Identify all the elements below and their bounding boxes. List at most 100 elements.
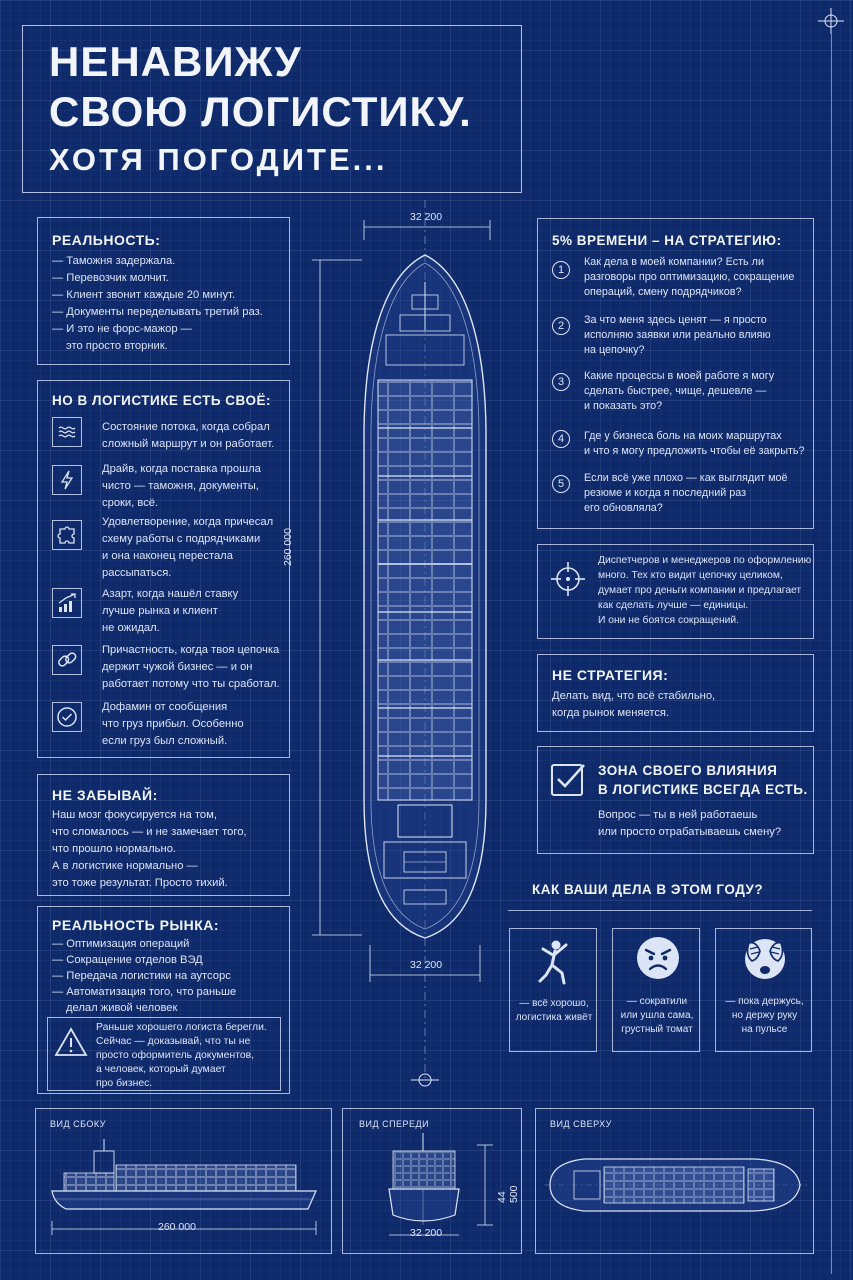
- front-view-label: ВИД СПЕРЕДИ: [359, 1119, 430, 1129]
- howare-card-text: или ушла сама,: [620, 1010, 694, 1021]
- front-view-dim-width: 32 200: [410, 1227, 443, 1239]
- own-item-text: Удовлетворение, когда причесал: [102, 516, 274, 528]
- own-item-text: если груз был сложный.: [102, 735, 228, 747]
- zone-heading-1: ЗОНА СВОЕГО ВЛИЯНИЯ: [598, 763, 778, 778]
- checkbox-checked-icon: [551, 764, 585, 796]
- question-number: 1: [552, 261, 570, 279]
- howare-card[interactable]: — сократили или ушла сама, грустный тома…: [612, 928, 700, 1052]
- target-panel: Диспетчеров и менеджеров по оформлению м…: [537, 544, 814, 639]
- market-line: — Сокращение отделов ВЭД: [52, 954, 203, 966]
- own-item-text: чисто — таможня, документы,: [102, 480, 259, 492]
- target-line: как сделать лучше — единицы.: [598, 600, 749, 611]
- warning-line: а человек, который думает: [96, 1064, 226, 1075]
- waves-icon: [52, 417, 82, 447]
- question-text: Какие процессы в моей работе я могу: [584, 370, 775, 382]
- nostrat-panel: НЕ СТРАТЕГИЯ: Делать вид, что всё стабил…: [537, 654, 814, 732]
- own-item-text: и она наконец перестала: [102, 550, 233, 562]
- own-item-text: держит чужой бизнес — и он: [102, 661, 253, 673]
- top-view-panel: ВИД СВЕРХУ: [535, 1108, 814, 1254]
- question-number: 3: [552, 373, 570, 391]
- target-line: думает про деньги компании и предлагает: [598, 585, 802, 596]
- angry-face-icon: [637, 937, 679, 979]
- side-view-label: ВИД СБОКУ: [50, 1119, 106, 1129]
- forget-line: что прошло нормально.: [52, 843, 177, 855]
- forget-line: Наш мозг фокусируется на том,: [52, 809, 217, 821]
- howare-heading: КАК ВАШИ ДЕЛА В ЭТОМ ГОДУ?: [532, 882, 764, 897]
- nostrat-line: Делать вид, что всё стабильно,: [552, 690, 716, 702]
- howare-card-text: но держу руку: [731, 1010, 798, 1021]
- forget-line: что сломалось — и не замечает того,: [52, 826, 247, 838]
- market-line: делал живой человек: [66, 1002, 178, 1014]
- market-heading: РЕАЛЬНОСТЬ РЫНКА:: [52, 917, 220, 933]
- chain-link-icon: [52, 645, 82, 675]
- target-icon: [551, 562, 585, 596]
- own-item-text: Состояние потока, когда собрал: [102, 421, 270, 433]
- title-line-2: СВОЮ ЛОГИСТИКУ.: [49, 88, 472, 135]
- howare-card[interactable]: — пока держусь, но держу руку на пульсе: [715, 928, 812, 1052]
- reality-line: это просто вторник.: [66, 340, 168, 352]
- own-item-text: Дофамин от сообщения: [102, 701, 228, 713]
- warning-line: про бизнес.: [96, 1078, 153, 1089]
- howare-card-text: грустный томат: [621, 1024, 693, 1035]
- zone-panel: ЗОНА СВОЕГО ВЛИЯНИЯ В ЛОГИСТИКЕ ВСЕГДА Е…: [537, 746, 814, 854]
- top-view-label: ВИД СВЕРХУ: [550, 1119, 612, 1129]
- own-panel: НО В ЛОГИСТИКЕ ЕСТЬ СВОЁ: Состояние пото…: [37, 380, 290, 758]
- howare-card-text: — всё хорошо,: [519, 998, 589, 1009]
- market-line: — Передача логистики на аутсорс: [52, 970, 231, 982]
- own-item-text: Азарт, когда нашёл ставку: [102, 588, 239, 600]
- front-view-dim-height: 44 500: [496, 1185, 520, 1203]
- reality-heading: РЕАЛЬНОСТЬ:: [52, 232, 161, 248]
- own-item-text: лучше рынка и клиент: [102, 605, 218, 617]
- question-text: на цепочку?: [584, 344, 645, 356]
- question-text: исполняю заявки или реально влияю: [584, 329, 771, 341]
- howare-card-text: — сократили: [626, 996, 688, 1007]
- title-line-1: НЕНАВИЖУ: [49, 38, 302, 85]
- question-text: За что меня здесь ценят — я просто: [584, 314, 767, 326]
- zone-heading-2: В ЛОГИСТИКЕ ВСЕГДА ЕСТЬ.: [598, 782, 808, 797]
- nostrat-line: когда рынок меняется.: [552, 707, 670, 719]
- market-panel: РЕАЛЬНОСТЬ РЫНКА: — Оптимизация операций…: [37, 906, 290, 1094]
- question-text: резюме и когда я последний раз: [584, 487, 747, 499]
- own-item-text: не ожидал.: [102, 622, 160, 634]
- strategy-panel: 5% ВРЕМЕНИ – НА СТРАТЕГИЮ: 1 Как дела в …: [537, 218, 814, 529]
- question-number: 4: [552, 430, 570, 448]
- own-item-text: что груз прибыл. Особенно: [102, 718, 244, 730]
- ship-top-drawing: [544, 1158, 808, 1212]
- own-item-text: работает потому что ты сработал.: [102, 678, 280, 690]
- check-circle-icon: [52, 702, 82, 732]
- own-heading: НО В ЛОГИСТИКЕ ЕСТЬ СВОЁ:: [52, 393, 271, 408]
- howare-card-text: — пока держусь,: [725, 996, 804, 1007]
- dancing-person-icon: [538, 940, 568, 985]
- ship-side-drawing: [51, 1139, 317, 1235]
- question-number: 5: [552, 475, 570, 493]
- warning-icon: [54, 1027, 88, 1056]
- ship-front-drawing: [388, 1133, 493, 1236]
- market-line: — Автоматизация того, что раньше: [52, 986, 237, 998]
- ship-dim-length: 260 000: [282, 528, 294, 566]
- own-item-text: рассыпаться.: [102, 567, 172, 579]
- forget-heading: НЕ ЗАБЫВАЙ:: [52, 787, 158, 803]
- own-item-text: сроки, всё.: [102, 497, 159, 509]
- warning-line: Раньше хорошего логиста берегли.: [96, 1022, 267, 1033]
- question-text: операций, смену подрядчиков?: [584, 286, 742, 298]
- reality-line: — Таможня задержала.: [52, 255, 176, 267]
- reality-line: — Документы переделывать третий раз.: [52, 306, 263, 318]
- forget-line: это тоже результат. Просто тихий.: [52, 877, 228, 889]
- howare-card[interactable]: — всё хорошо, логистика живёт: [509, 928, 597, 1052]
- question-text: Если всё уже плохо — как выглядит моё: [584, 472, 788, 484]
- question-text: и показать это?: [584, 400, 663, 412]
- question-text: разговоры про оптимизацию, сокращение: [584, 271, 795, 283]
- zone-line: или просто отрабатываешь смену?: [598, 826, 782, 838]
- own-item-text: схему работы с подрядчиками: [102, 533, 261, 545]
- title-frame: НЕНАВИЖУ СВОЮ ЛОГИСТИКУ. ХОТЯ ПОГОДИТЕ..…: [22, 25, 522, 193]
- puzzle-icon: [52, 520, 82, 550]
- market-line: — Оптимизация операций: [52, 938, 190, 950]
- question-text: Как дела в моей компании? Есть ли: [584, 256, 764, 268]
- frame-line: [831, 34, 832, 1274]
- reality-line: — Перевозчик молчит.: [52, 272, 169, 284]
- question-number: 2: [552, 317, 570, 335]
- reality-panel: РЕАЛЬНОСТЬ: — Таможня задержала. — Перев…: [37, 217, 290, 365]
- crosshair-mark: [818, 8, 844, 34]
- lightning-icon: [52, 465, 82, 495]
- warning-box: Раньше хорошего логиста берегли. Сейчас …: [47, 1017, 281, 1091]
